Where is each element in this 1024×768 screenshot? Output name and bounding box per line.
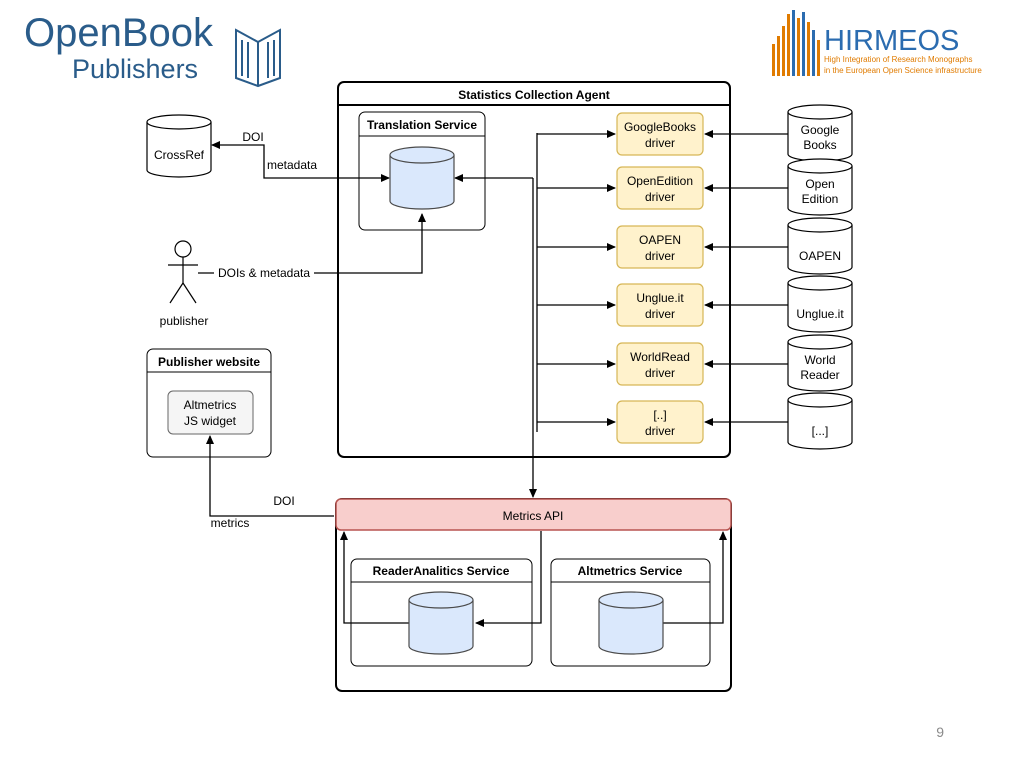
publisher-actor-icon: [168, 240, 198, 304]
hirmeos-logo-tagline-2: in the European Open Science infrastruct…: [824, 66, 982, 75]
metrics-api-label: Metrics API: [503, 509, 564, 523]
driver-label-line1: GoogleBooks: [624, 120, 696, 134]
svg-text:OpenBook: OpenBook: [24, 11, 214, 55]
driver-label-line2: driver: [645, 424, 675, 438]
source-label-line1: OAPEN: [799, 249, 841, 263]
metrics-to-widget-connector: [206, 435, 334, 517]
openbook-logo-open-text: Open: [24, 11, 122, 55]
driver-label-line2: driver: [645, 136, 675, 150]
driver-label-line2: driver: [645, 366, 675, 380]
sources-layer: GoogleBooksOpenEditionOAPENUnglue.itWorl…: [787, 104, 853, 450]
translation-to-crossref-connector: [211, 141, 265, 152]
crossref-label: CrossRef: [154, 148, 205, 162]
source-database-body: [787, 400, 853, 450]
source-database-body: [787, 225, 853, 275]
source-database: Unglue.it: [787, 275, 853, 333]
page-number: 9: [936, 724, 944, 740]
driver-label-line2: driver: [645, 307, 675, 321]
source-label-line1: Unglue.it: [796, 307, 844, 321]
altmetrics-widget-label-1: Altmetrics: [184, 398, 237, 412]
driver-label-line1: OpenEdition: [627, 174, 693, 188]
source-database-top: [787, 158, 853, 174]
altmetrics-service-title: Altmetrics Service: [578, 564, 683, 578]
source-database: GoogleBooks: [787, 104, 853, 162]
source-label-line1: Google: [801, 123, 840, 137]
source-database-body: [787, 283, 853, 333]
hirmeos-logo: HIRMEOS High Integration of Research Mon…: [772, 10, 982, 76]
website-doi-label: DOI: [273, 494, 294, 508]
reader-analytics-database-icon: [408, 591, 474, 655]
hirmeos-logo-tagline-1: High Integration of Research Monographs: [824, 55, 973, 64]
source-database-body: [787, 342, 853, 392]
driver-box: [..] driver: [616, 400, 704, 444]
publisher-label: publisher: [160, 314, 209, 328]
source-label-line1: Open: [805, 177, 834, 191]
source-database-top: [787, 334, 853, 350]
source-label-line2: Reader: [800, 368, 839, 382]
source-label-line2: Books: [803, 138, 836, 152]
openbook-logo: OpenBook Publishers: [24, 11, 281, 88]
drivers-layer: GoogleBooksdriverOpenEditiondriverOAPENd…: [537, 112, 788, 444]
driver-box-shape: [616, 112, 704, 156]
metrics-api-bar: Metrics API: [335, 498, 732, 531]
source-label-line1: World: [804, 353, 835, 367]
source-label-line1: [...]: [812, 424, 829, 438]
altmetrics-to-api-connector: [663, 531, 727, 624]
driver-box: GoogleBooks driver: [616, 112, 704, 156]
source-database: [...]: [787, 392, 853, 450]
openbook-logo-publishers-text: Publishers: [72, 54, 198, 84]
driver-box-shape: [616, 400, 704, 444]
driver-label-line2: driver: [645, 190, 675, 204]
source-label-line2: Edition: [802, 192, 839, 206]
reader-analytics-service-title: ReaderAnalitics Service: [373, 564, 510, 578]
driver-label-line2: driver: [645, 249, 675, 263]
hirmeos-bars-icon: [772, 10, 820, 76]
metrics-api-split-line: [475, 531, 542, 627]
driver-box: OAPEN driver: [616, 225, 704, 269]
reader-analytics-to-api-connector: [340, 531, 409, 624]
driver-label-line1: OAPEN: [639, 233, 681, 247]
open-book-icon: [235, 28, 281, 88]
driver-label-line1: Unglue.it: [636, 291, 684, 305]
driver-box: Unglue.it driver: [616, 283, 704, 327]
crossref-metadata-label: metadata: [267, 158, 317, 172]
driver-box: WorldRead driver: [616, 342, 704, 386]
driver-box-shape: [616, 225, 704, 269]
crossref-doi-label: DOI: [242, 130, 263, 144]
publisher-website-title: Publisher website: [158, 355, 260, 369]
source-database-top: [787, 217, 853, 233]
agent-title: Statistics Collection Agent: [458, 88, 610, 102]
source-database: OpenEdition: [787, 158, 853, 216]
openbook-logo-book-text: Book: [122, 11, 214, 55]
source-database-top: [787, 392, 853, 408]
crossref-to-translation-connector: [263, 152, 390, 182]
driver-box: OpenEdition driver: [616, 166, 704, 210]
publisher-edge-label-group: DOIs & metadata: [214, 264, 314, 280]
translation-database-icon: [389, 146, 455, 210]
driver-label-line1: WorldRead: [630, 350, 690, 364]
altmetrics-widget: Altmetrics JS widget: [167, 390, 254, 435]
driver-label-line1: [..]: [653, 408, 666, 422]
driver-box-shape: [616, 283, 704, 327]
altmetrics-widget-label-2: JS widget: [184, 414, 237, 428]
website-metrics-label: metrics: [211, 516, 250, 530]
driver-box-shape: [616, 166, 704, 210]
translation-service-title: Translation Service: [367, 118, 477, 132]
source-database-top: [787, 104, 853, 120]
altmetrics-database-icon: [598, 591, 664, 655]
crossref-database: CrossRef: [146, 114, 212, 178]
source-database-body: [787, 166, 853, 216]
driver-box-shape: [616, 342, 704, 386]
publisher-edge-label: DOIs & metadata: [218, 266, 310, 280]
source-database-top: [787, 275, 853, 291]
source-database: OAPEN: [787, 217, 853, 275]
databases-layer: [389, 146, 664, 655]
hirmeos-logo-name: HIRMEOS: [824, 25, 959, 57]
